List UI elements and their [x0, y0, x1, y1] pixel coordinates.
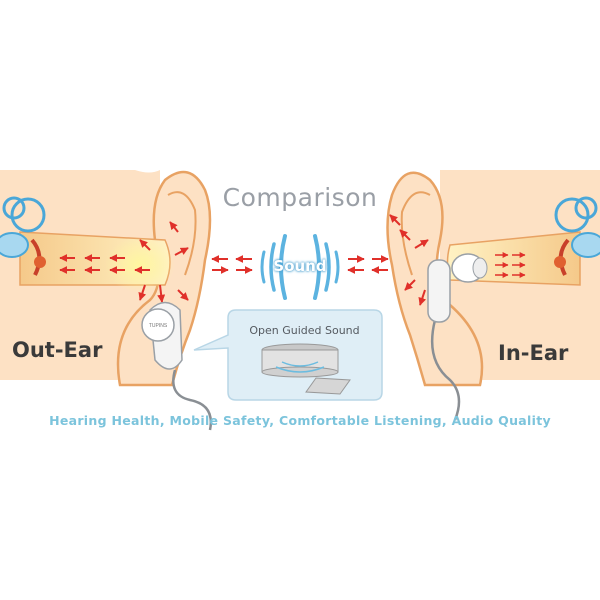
device-brand: TUPINS: [149, 323, 168, 329]
left-inner-ear-icon: [0, 196, 46, 276]
guide-channel: [305, 377, 351, 395]
callout-label: Open Guided Sound: [249, 324, 360, 337]
sound-label: Sound: [273, 257, 327, 275]
left-sound-glow: [105, 237, 175, 293]
center-arrows: [211, 255, 389, 274]
in-ear-illustration: [386, 170, 600, 421]
out-ear-illustration: TUPINS: [0, 170, 213, 431]
guided-sound-waves: [275, 361, 325, 373]
left-canal-arrows: [59, 221, 189, 303]
in-ear-earphone: [427, 253, 488, 421]
right-inner-ear-icon: [554, 196, 600, 276]
sound-wave-icon: [260, 234, 340, 300]
right-canal-arrows: [495, 252, 526, 278]
diagram-title: Comparison: [222, 183, 378, 212]
open-guided-sound-callout: [193, 309, 383, 401]
out-ear-earphone: TUPINS: [141, 301, 213, 431]
right-ear-fold: [400, 191, 431, 276]
out-ear-label: Out-Ear: [12, 338, 103, 362]
right-blocked-arrows: [389, 214, 429, 306]
benefits-tagline: Hearing Health, Mobile Safety, Comfortab…: [49, 413, 551, 428]
left-ear-fold: [167, 191, 197, 276]
in-ear-label: In-Ear: [498, 341, 569, 365]
